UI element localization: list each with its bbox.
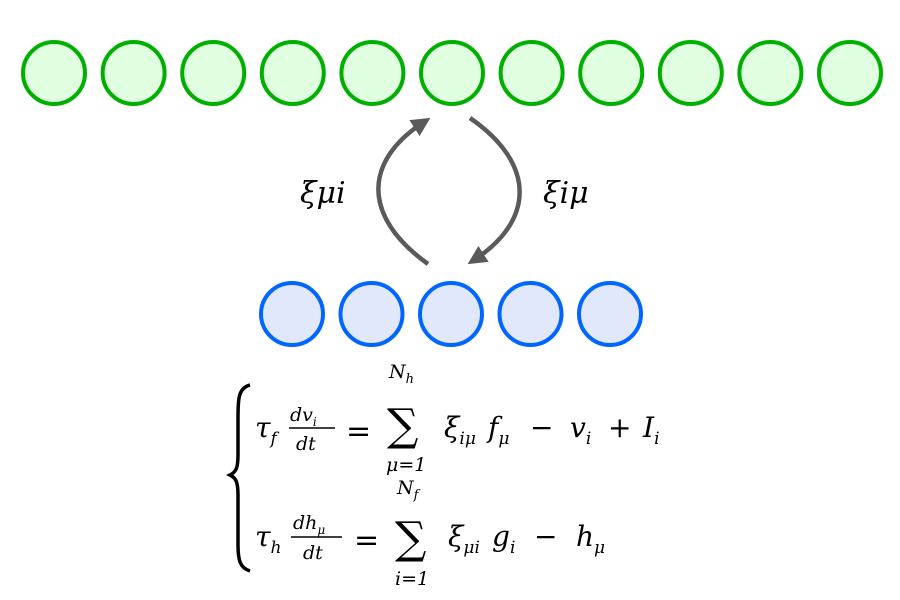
equation-2: τh dhμ dt = Nf ∑ i=1 ξμi gi − hμ: [255, 477, 605, 590]
equation-1: τf dvi dt = Nh ∑ μ=1 ξiμ fμ − vi + Ii: [255, 361, 660, 476]
frac-den: dt: [296, 433, 316, 455]
plus: +: [608, 411, 631, 444]
sum-top: Nf: [396, 477, 421, 503]
sum-top-n: N: [388, 361, 407, 383]
I: Ii: [642, 411, 660, 449]
xi-sub: iμ: [459, 429, 476, 449]
visible-neuron: [578, 40, 645, 106]
xi: ξμi: [448, 520, 480, 558]
sum-bottom: μ=1: [386, 454, 426, 476]
v: vi: [570, 411, 591, 449]
xi-symbol: ξ: [444, 411, 461, 444]
visible-neuron: [259, 40, 326, 106]
frac-num: dhμ: [293, 512, 325, 537]
v-symbol: v: [570, 411, 586, 444]
g: gi: [492, 520, 515, 558]
I-sub: i: [654, 429, 659, 449]
frac-num-sub: i: [313, 415, 317, 429]
g-symbol: g: [492, 520, 510, 553]
frac-num: dvi: [290, 404, 317, 429]
v-sub: i: [586, 429, 591, 449]
xi: ξiμ: [444, 411, 476, 449]
minus: −: [530, 411, 553, 444]
visible-neuron: [339, 40, 406, 106]
minus: −: [534, 520, 557, 553]
sum-sign: ∑: [387, 400, 418, 451]
sum-top-n: N: [396, 477, 415, 499]
sum-top-sub: f: [413, 488, 421, 503]
sum-bottom: i=1: [395, 568, 429, 590]
visible-neuron: [180, 40, 247, 106]
xi-symbol: ξ: [448, 520, 465, 553]
label-xi-i-mu: ξiμ: [543, 176, 589, 211]
frac-den: dt: [303, 542, 323, 564]
h-sub: μ: [594, 538, 605, 558]
tau: τf: [255, 411, 280, 449]
xi-sub: μi: [463, 538, 480, 558]
visible-layer: [21, 40, 883, 106]
sum-top-sub: h: [406, 372, 414, 387]
visible-neuron: [100, 40, 167, 106]
g-sub: i: [510, 538, 515, 558]
frac-num-text: dh: [293, 512, 317, 534]
tau-symbol: τ: [255, 411, 271, 444]
visible-neuron: [419, 40, 485, 106]
f: fμ: [486, 411, 509, 449]
visible-neuron: [657, 40, 724, 106]
equals: =: [354, 523, 379, 558]
f-sub: μ: [498, 429, 509, 449]
tau: τh: [255, 520, 281, 558]
hidden-neuron: [577, 281, 643, 347]
visible-neuron: [498, 40, 565, 106]
h: hμ: [576, 520, 605, 558]
label-xi-mu-i: ξμi: [300, 176, 346, 211]
tau-sub: h: [271, 538, 282, 558]
sum-top: Nh: [388, 361, 414, 387]
hidden-neuron: [418, 281, 484, 347]
visible-neuron: [817, 40, 883, 106]
hidden-neuron: [259, 281, 325, 347]
hidden-neuron: [497, 281, 564, 347]
hidden-layer: [259, 281, 643, 347]
arrow-visible-to-hidden: [467, 116, 522, 265]
tau-symbol: τ: [255, 520, 271, 553]
h-symbol: h: [576, 520, 594, 553]
hidden-neuron: [338, 281, 405, 347]
arrow-hidden-to-visible: [376, 117, 431, 266]
tau-sub: f: [269, 429, 280, 449]
visible-neuron: [737, 40, 804, 106]
visible-neuron: [21, 40, 87, 106]
frac-num-text: dv: [290, 404, 313, 426]
I-symbol: I: [642, 411, 655, 444]
left-brace: [226, 383, 251, 573]
equals: =: [346, 414, 371, 449]
frac-num-sub: μ: [317, 523, 325, 537]
sum-sign: ∑: [395, 513, 426, 564]
